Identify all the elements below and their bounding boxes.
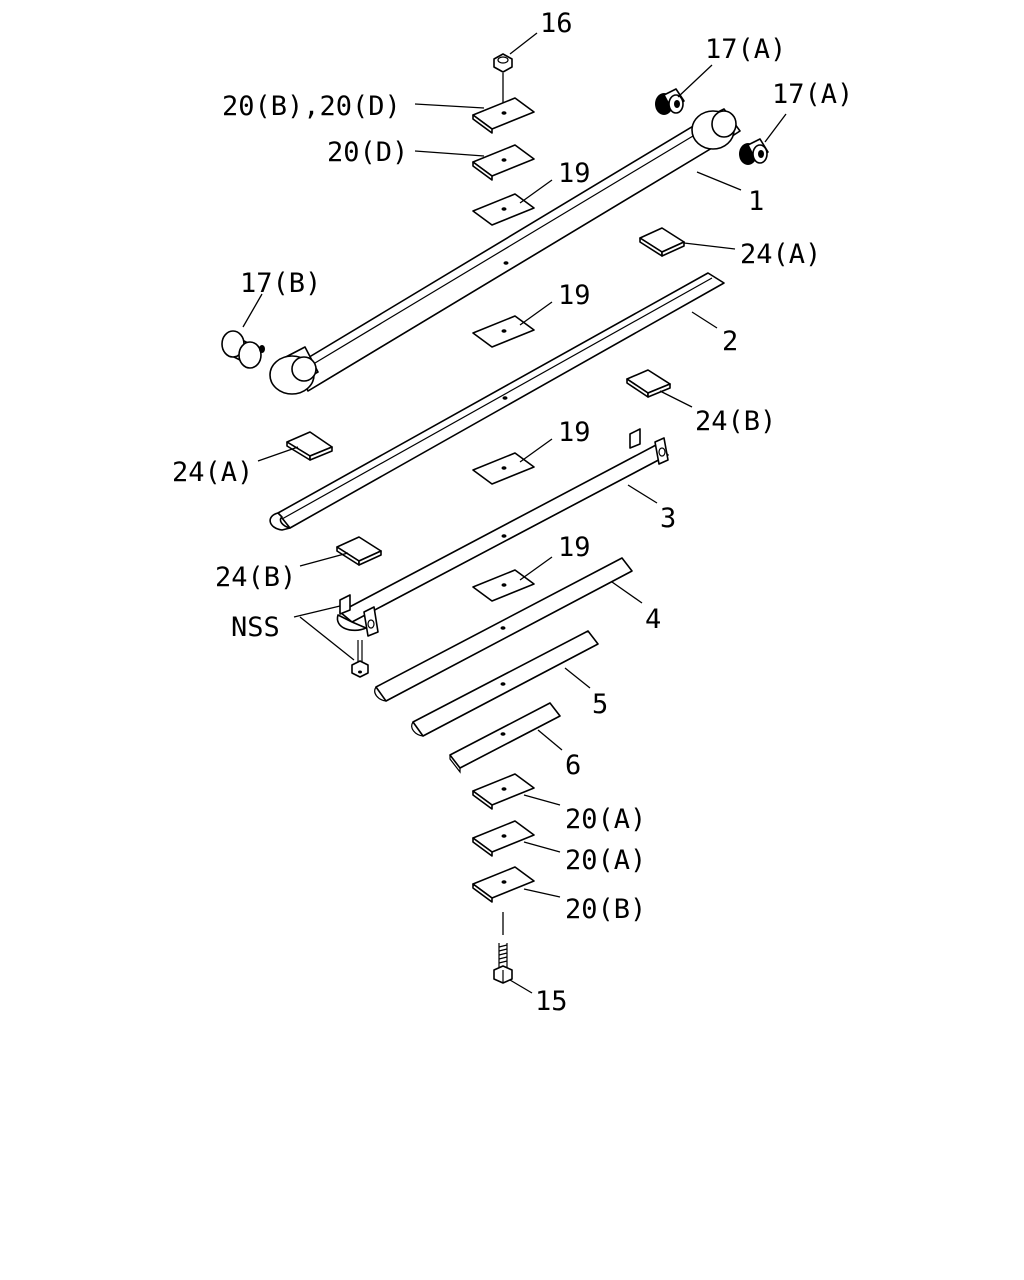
- callout-4: 4: [645, 604, 661, 635]
- callout-3: 3: [660, 503, 676, 534]
- plate-20d: [472, 144, 535, 181]
- callout-nss: NSS: [231, 612, 280, 643]
- callout-19-1: 19: [558, 158, 591, 189]
- leaf-3: [336, 428, 669, 637]
- callout-6: 6: [565, 750, 581, 781]
- callout-24b-2: 24(B): [215, 562, 296, 593]
- callout-17b: 17(B): [240, 268, 321, 299]
- callout-15: 15: [535, 986, 568, 1017]
- plate-20b: [472, 866, 535, 903]
- pad-24a-right: [639, 227, 685, 257]
- leaf-4: [374, 557, 633, 702]
- callout-24a-2: 24(A): [172, 457, 253, 488]
- pad-24b-left: [336, 536, 382, 566]
- leaf-1-main: [269, 108, 741, 395]
- callout-24a-1: 24(A): [740, 239, 821, 270]
- leaf-5: [411, 630, 599, 737]
- callout-20d: 20(D): [327, 137, 408, 168]
- callout-5: 5: [592, 689, 608, 720]
- callout-2: 2: [722, 326, 738, 357]
- callout-1: 1: [748, 186, 764, 217]
- callout-19-2: 19: [558, 280, 591, 311]
- plate-20a-2: [472, 820, 535, 857]
- callout-labels: 16 17(A) 17(A) 20(B),20(D) 20(D) 19 1 24…: [172, 8, 853, 1017]
- callout-20a-1: 20(A): [565, 804, 646, 835]
- pad-24b-right: [626, 369, 671, 398]
- leaf-2: [269, 272, 725, 531]
- plate-20a-1: [472, 773, 535, 810]
- center-bolt-15: [493, 912, 513, 984]
- pad-19-second: [472, 315, 535, 348]
- callout-24b-1: 24(B): [695, 406, 776, 437]
- pad-24a-left: [286, 431, 333, 461]
- callout-19-4: 19: [558, 532, 591, 563]
- bushing-17b: [221, 330, 265, 369]
- callout-20b: 20(B): [565, 894, 646, 925]
- pad-19-top: [472, 193, 535, 226]
- nut-16: [493, 53, 513, 112]
- nss-bolt: [351, 640, 369, 678]
- pad-19-fourth: [472, 569, 535, 602]
- callout-16: 16: [540, 8, 573, 39]
- callout-17a-1: 17(A): [705, 34, 786, 65]
- bushing-17a-1: [655, 88, 685, 115]
- callout-19-3: 19: [558, 417, 591, 448]
- leaf-6: [449, 702, 561, 774]
- callout-20bd: 20(B),20(D): [222, 91, 401, 122]
- leader-lines: [242, 32, 787, 994]
- plate-20bd: [472, 97, 535, 134]
- bushing-17a-2: [739, 138, 769, 165]
- callout-20a-2: 20(A): [565, 845, 646, 876]
- callout-17a-2: 17(A): [772, 79, 853, 110]
- pad-19-third: [472, 452, 535, 485]
